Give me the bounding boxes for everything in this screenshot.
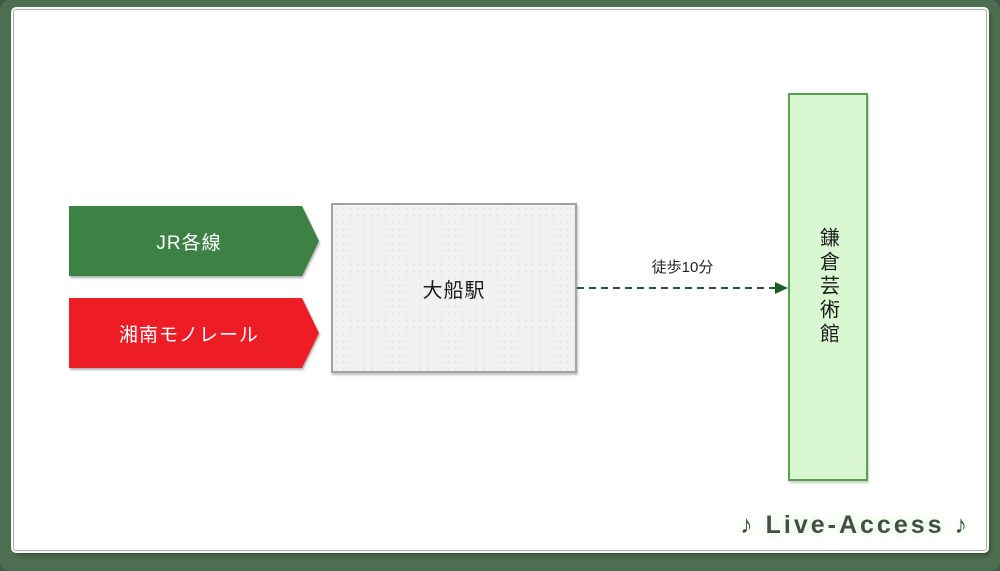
walk-route: 徒歩10分 [577, 248, 788, 308]
route-arrow-jr: JR各線 [69, 206, 319, 276]
venue-label: 鎌倉芸術館 [816, 227, 839, 347]
route-jr-label: JR各線 [156, 232, 222, 254]
station-box: 大船駅 [331, 203, 577, 373]
live-access-logo: ♪ Live-Access ♪ [740, 511, 970, 539]
dashed-line [577, 287, 775, 289]
station-label: 大船駅 [422, 279, 486, 302]
walk-duration-label: 徒歩10分 [651, 259, 714, 276]
arrowhead-icon [775, 282, 788, 294]
route-monorail-label: 湘南モノレール [118, 324, 259, 346]
diagram-canvas: JR各線 湘南モノレール 大船駅 徒歩10分 鎌倉芸術館 ♪ Live-Acce… [13, 9, 987, 551]
route-arrow-monorail: 湘南モノレール [69, 298, 319, 368]
venue-box: 鎌倉芸術館 [788, 93, 868, 481]
pentagon-arrow-shape: JR各線 [69, 206, 319, 276]
pentagon-arrow-shape: 湘南モノレール [69, 298, 319, 368]
